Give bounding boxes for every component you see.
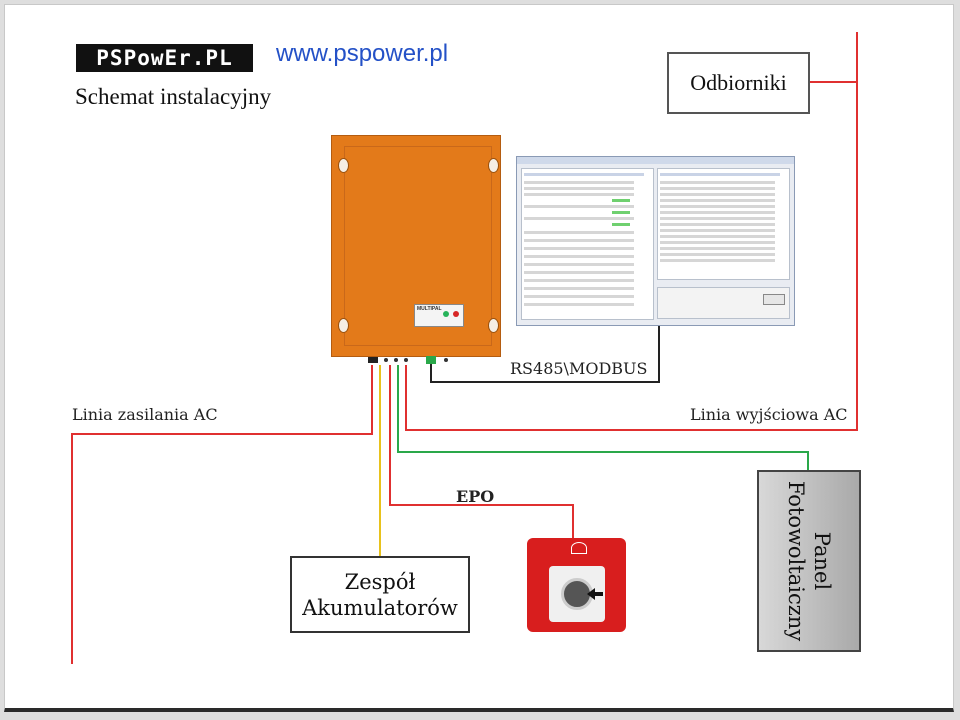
receivers-box: Odbiorniki	[667, 52, 810, 114]
rs485-label: RS485\MODBUS	[510, 359, 648, 378]
epo-switch	[527, 538, 626, 632]
status-led-green-icon	[443, 311, 449, 317]
website-link[interactable]: www.pspower.pl	[276, 40, 449, 67]
pv-panel-label: Panel Fotowoltaiczny	[783, 470, 835, 652]
pv-line	[397, 365, 809, 470]
battery-label-line1: Zespół	[344, 570, 416, 594]
mount-hole-icon	[488, 158, 499, 173]
config-panel	[657, 287, 790, 319]
device-terminals	[368, 356, 448, 364]
page-subtitle: Schemat instalacyjny	[75, 84, 272, 109]
device-name: MULTIPAL	[417, 306, 442, 312]
parameters-table	[521, 168, 654, 320]
mount-hole-icon	[338, 158, 349, 173]
modbus-table	[657, 168, 790, 280]
fire-icon	[571, 542, 587, 554]
ac-output-label: Linia wyjściowa AC	[690, 405, 848, 424]
battery-label-line2: Akumulatorów	[302, 596, 458, 620]
device-nameplate: MULTIPAL	[414, 304, 464, 327]
status-led-red-icon	[453, 311, 459, 317]
ac-output-line	[810, 32, 858, 83]
config-button	[763, 294, 785, 305]
mount-hole-icon	[488, 318, 499, 333]
device-panel	[344, 146, 492, 346]
pv-label-line1: Panel	[810, 531, 834, 591]
battery-bank-box: Zespół Akumulatorów	[290, 556, 470, 633]
rs485-line	[430, 324, 660, 383]
pspower-logo: PSPowEr.PL	[76, 44, 253, 72]
ac-output-line-lower	[405, 82, 858, 431]
ac-input-label: Linia zasilania AC	[72, 405, 218, 424]
arrow-left-icon	[587, 588, 603, 600]
screenshot-titlebar	[517, 157, 794, 164]
epo-line	[389, 365, 574, 540]
pv-label-line2: Fotowoltaiczny	[784, 480, 808, 642]
ac-input-line	[71, 365, 373, 664]
pv-panel-box: Panel Fotowoltaiczny	[757, 470, 861, 652]
epo-label: EPO	[456, 487, 495, 506]
software-screenshot	[516, 156, 795, 326]
mount-hole-icon	[338, 318, 349, 333]
epo-window	[549, 566, 605, 622]
